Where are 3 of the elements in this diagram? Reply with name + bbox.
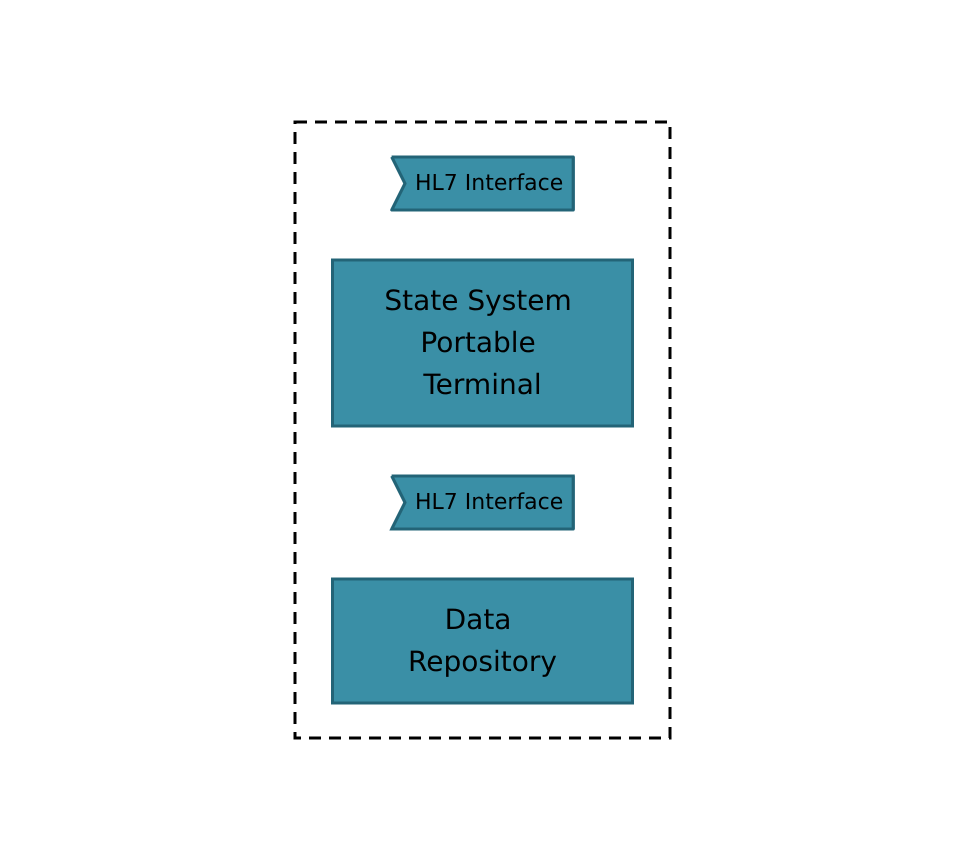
cluster <box>294 120 672 739</box>
node-box: Data Repository <box>331 577 634 704</box>
node-box: State System Portable Terminal <box>331 258 634 427</box>
